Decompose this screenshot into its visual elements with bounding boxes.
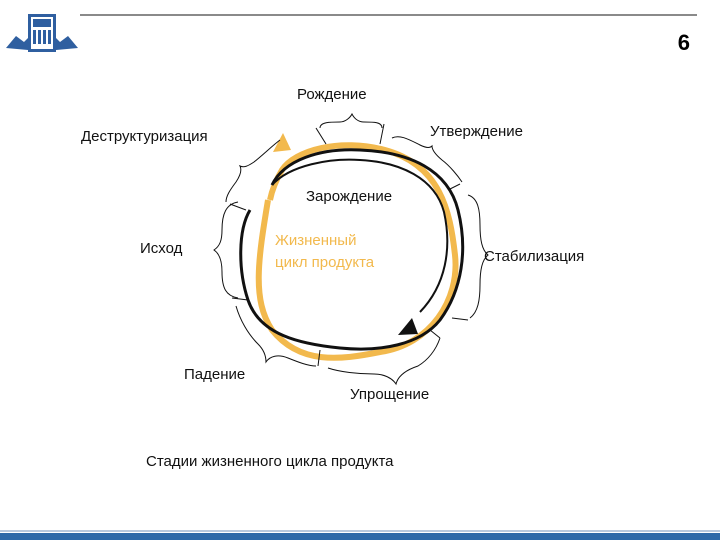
stage-outcome: Исход bbox=[140, 240, 183, 257]
cycle-arrowhead-top bbox=[273, 133, 291, 152]
center-label-line2: цикл продукта bbox=[275, 254, 375, 271]
footer-bar bbox=[0, 530, 720, 540]
inner-outline bbox=[271, 158, 449, 313]
cycle-outline bbox=[239, 148, 465, 351]
university-emblem-icon bbox=[4, 8, 80, 60]
tick bbox=[379, 123, 385, 145]
brace-approval bbox=[391, 136, 463, 183]
stage-simplification: Упрощение bbox=[350, 386, 430, 403]
brace-simplification bbox=[327, 337, 441, 386]
diagram-caption: Стадии жизненного цикла продукта bbox=[146, 453, 394, 470]
brace-stabilization bbox=[467, 194, 489, 319]
tick bbox=[451, 317, 469, 321]
brace-destructuring bbox=[225, 139, 281, 203]
stage-origin: Зарождение bbox=[306, 188, 393, 205]
center-label: Жизненный цикл продукта bbox=[275, 230, 374, 274]
tick bbox=[315, 127, 327, 145]
tick bbox=[429, 329, 441, 339]
tick bbox=[229, 203, 247, 211]
page-number: 6 bbox=[677, 30, 690, 55]
stage-birth: Рождение bbox=[297, 86, 367, 103]
tick bbox=[447, 183, 461, 191]
brace-outcome bbox=[213, 201, 239, 299]
stage-decline: Падение bbox=[184, 366, 246, 383]
tick bbox=[317, 349, 321, 367]
center-label-line1: Жизненный bbox=[275, 232, 357, 249]
stage-destructuring: Деструктуризация bbox=[81, 128, 208, 145]
header-rule bbox=[80, 14, 697, 16]
stage-stabilization: Стабилизация bbox=[484, 248, 585, 265]
stage-approval: Утверждение bbox=[430, 123, 524, 140]
brace-decline bbox=[235, 305, 317, 367]
tick bbox=[231, 297, 249, 301]
brace-birth bbox=[319, 112, 383, 129]
outline-arrowhead bbox=[398, 318, 418, 335]
